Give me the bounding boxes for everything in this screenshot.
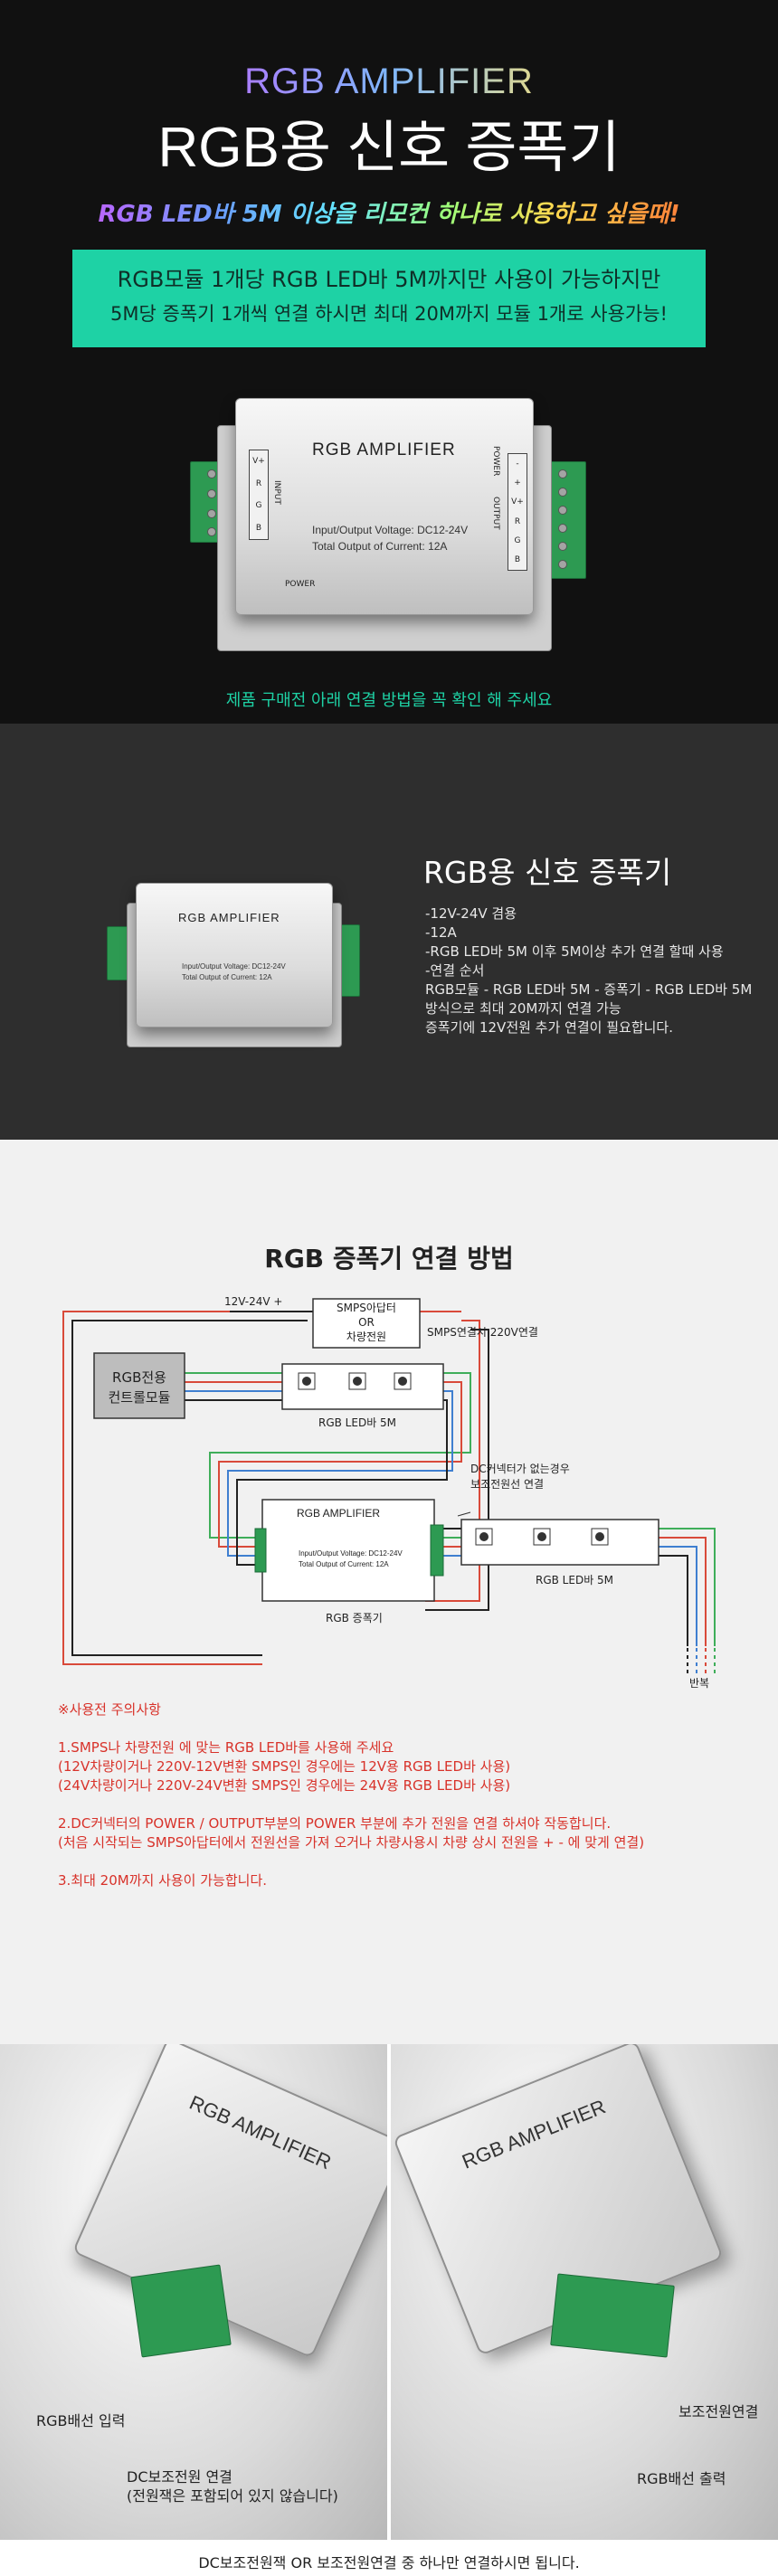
photo-section: RGB AMPLIFIER RGB배선 입력 DC보조전원 연결 (전원잭은 포…: [0, 2044, 778, 2576]
ledbar1-label: RGB LED바 5M: [318, 1416, 397, 1429]
controller-label: RGB전용 컨트롤모듈: [108, 1369, 171, 1406]
warning-line: 1.SMPS나 차량전원 에 맞는 RGB LED바를 사용해 주세요: [58, 1739, 394, 1756]
diagram-amp-spec: Input/Output Voltage: DC12-24V Total Out…: [299, 1549, 403, 1568]
bottom-note: DC보조전원잭 OR 보조전원연결 중 하나만 연결하시면 됩니다.: [198, 2554, 580, 2571]
input-label: INPUT: [272, 480, 281, 505]
warning-line: (24V차량이거나 220V-24V변환 SMPS인 경우에는 24V용 RGB…: [58, 1777, 511, 1794]
callout-aux-power: 보조전원연결: [678, 2403, 759, 2420]
warning-line: (12V차량이거나 220V-12V변환 SMPS인 경우에는 12V용 RGB…: [58, 1758, 511, 1775]
output-label: OUTPUT: [491, 497, 500, 530]
voltage-label: 12V-24V +: [224, 1295, 283, 1308]
callout-rgb-output: RGB배선 출력: [637, 2470, 726, 2487]
callout-rgb-input: RGB배선 입력: [36, 2412, 126, 2429]
hero-amplifier-image: RGB AMPLIFIER Input/Output Voltage: DC12…: [190, 398, 588, 660]
hero-top-title: RGB AMPLIFIER: [0, 62, 778, 102]
led-bar-2: [460, 1519, 659, 1566]
info-title: RGB용 신호 증폭기: [423, 855, 672, 890]
hero-note: 제품 구매전 아래 연결 방법을 꼭 확인 해 주세요: [225, 691, 553, 710]
info-amplifier-image: RGB AMPLIFIER Input/Output Voltage: DC12…: [107, 883, 360, 1055]
hero-band-line2: 5M당 증폭기 1개씩 연결 하시면 최대 20M까지 모듈 1개로 사용가능!: [110, 303, 668, 325]
smps-220v-label: SMPS연결시 220V연결: [427, 1326, 538, 1339]
connection-title: RGB 증폭기 연결 방법: [264, 1244, 514, 1274]
hero-section: RGB AMPLIFIER RGB용 신호 증폭기 RGB LED바 5M 이상…: [0, 0, 778, 724]
connection-section: RGB 증폭기 연결 방법: [0, 1140, 778, 2044]
info-line: -12V-24V 겸용: [425, 905, 517, 922]
warning-line: (처음 시작되는 SMPS아답터에서 전원선을 가져 오거나 차량사용시 차량 …: [58, 1834, 645, 1851]
hero-main-title: RGB용 신호 증폭기: [157, 117, 621, 179]
amp-spec: Input/Output Voltage: DC12-24V Total Out…: [312, 524, 469, 553]
power-label-lower: POWER: [285, 580, 316, 589]
ledbar2-label: RGB LED바 5M: [536, 1574, 614, 1586]
info-description: -12V-24V 겸용 -12A -RGB LED바 5M 이후 5M이상 추가…: [425, 904, 752, 1037]
info-line: 방식으로 최대 20M까지 연결 가능: [425, 1000, 621, 1017]
smps-box: [312, 1298, 421, 1349]
info-line: RGB모듈 - RGB LED바 5M - 증폭기 - RGB LED바 5M: [425, 981, 753, 998]
dc-note: DC커넥터가 없는경우 보조전원선 연결: [470, 1463, 570, 1491]
repeat-label: 반복: [689, 1677, 710, 1690]
photo-output-side: RGB AMPLIFIER 보조전원연결 RGB배선 출력: [391, 2044, 778, 2540]
warning-line: ※사용전 주의사항: [58, 1701, 161, 1718]
amp-label: RGB 증폭기: [326, 1612, 383, 1624]
warning-line: 3.최대 20M까지 사용이 가능합니다.: [58, 1872, 268, 1889]
diagram-amplifier: [261, 1499, 435, 1602]
amp-title: RGB AMPLIFIER: [312, 440, 456, 459]
callout-dc-jack: DC보조전원 연결 (전원잭은 포함되어 있지 않습니다): [127, 2468, 338, 2505]
hero-tagline: RGB LED바 5M 이상을 리모컨 하나로 사용하고 싶을때!: [0, 195, 778, 229]
hero-info-band: RGB모듈 1개당 RGB LED바 5M까지만 사용이 가능하지만 5M당 증…: [72, 250, 706, 347]
controller-box: [93, 1352, 185, 1419]
warning-notes: ※사용전 주의사항 1.SMPS나 차량전원 에 맞는 RGB LED바를 사용…: [58, 1700, 644, 1890]
power-label: POWER: [491, 446, 500, 477]
hero-band-line1: RGB모듈 1개당 RGB LED바 5M까지만 사용이 가능하지만: [117, 267, 661, 292]
warning-line: 2.DC커넥터의 POWER / OUTPUT부분의 POWER 부분에 추가 …: [58, 1815, 612, 1832]
diagram-amp-title: RGB AMPLIFIER: [297, 1507, 381, 1520]
info-line: -12A: [425, 924, 457, 941]
wiring-diagram: [62, 1298, 716, 1673]
info-amp-title: RGB AMPLIFIER: [178, 911, 280, 924]
info-line: -RGB LED바 5M 이후 5M이상 추가 연결 할때 사용: [425, 943, 724, 960]
product-info-section: RGB AMPLIFIER Input/Output Voltage: DC12…: [0, 724, 778, 1140]
info-line: -연결 순서: [425, 962, 485, 979]
photo-input-side: RGB AMPLIFIER RGB배선 입력 DC보조전원 연결 (전원잭은 포…: [0, 2044, 387, 2540]
info-line: 증폭기에 12V전원 추가 연결이 필요합니다.: [425, 1019, 673, 1036]
smps-label: SMPS아답터 OR 차량전원: [337, 1302, 396, 1343]
